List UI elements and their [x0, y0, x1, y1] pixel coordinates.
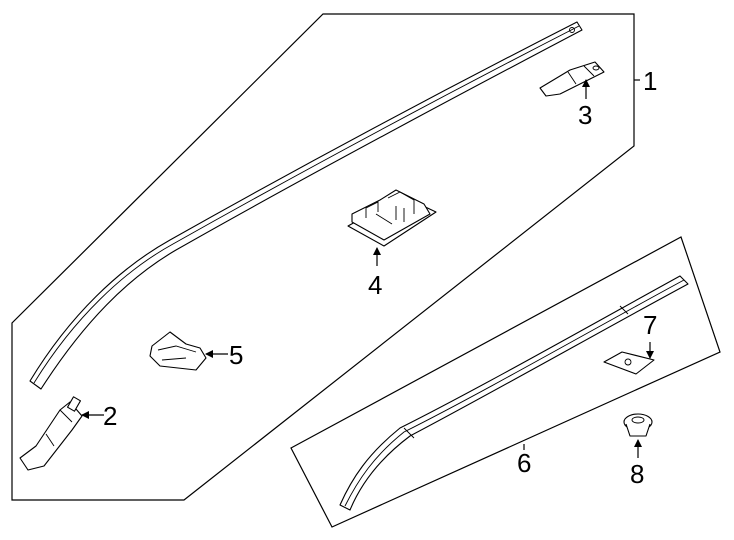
- callout-1: 1: [643, 66, 657, 96]
- group-1-boundary: [11, 13, 635, 501]
- callout-2: 2: [103, 401, 117, 431]
- callout-8: 8: [630, 459, 644, 489]
- clip-part-5: [149, 331, 207, 371]
- pad-part-7: [603, 351, 655, 375]
- nut-part-8: [623, 413, 653, 437]
- roof-rail-part-6: [339, 275, 689, 511]
- bracket-part-4: [347, 189, 437, 247]
- group-6-boundary: [290, 236, 721, 528]
- callout-5: 5: [229, 340, 243, 370]
- callout-6: 6: [517, 448, 531, 478]
- callout-7: 7: [643, 310, 657, 340]
- callout-3: 3: [578, 100, 592, 130]
- clip-part-3: [539, 61, 605, 97]
- callout-4: 4: [368, 270, 382, 300]
- roof-molding: [29, 21, 583, 390]
- adhesive-tube-part-2: [19, 396, 83, 471]
